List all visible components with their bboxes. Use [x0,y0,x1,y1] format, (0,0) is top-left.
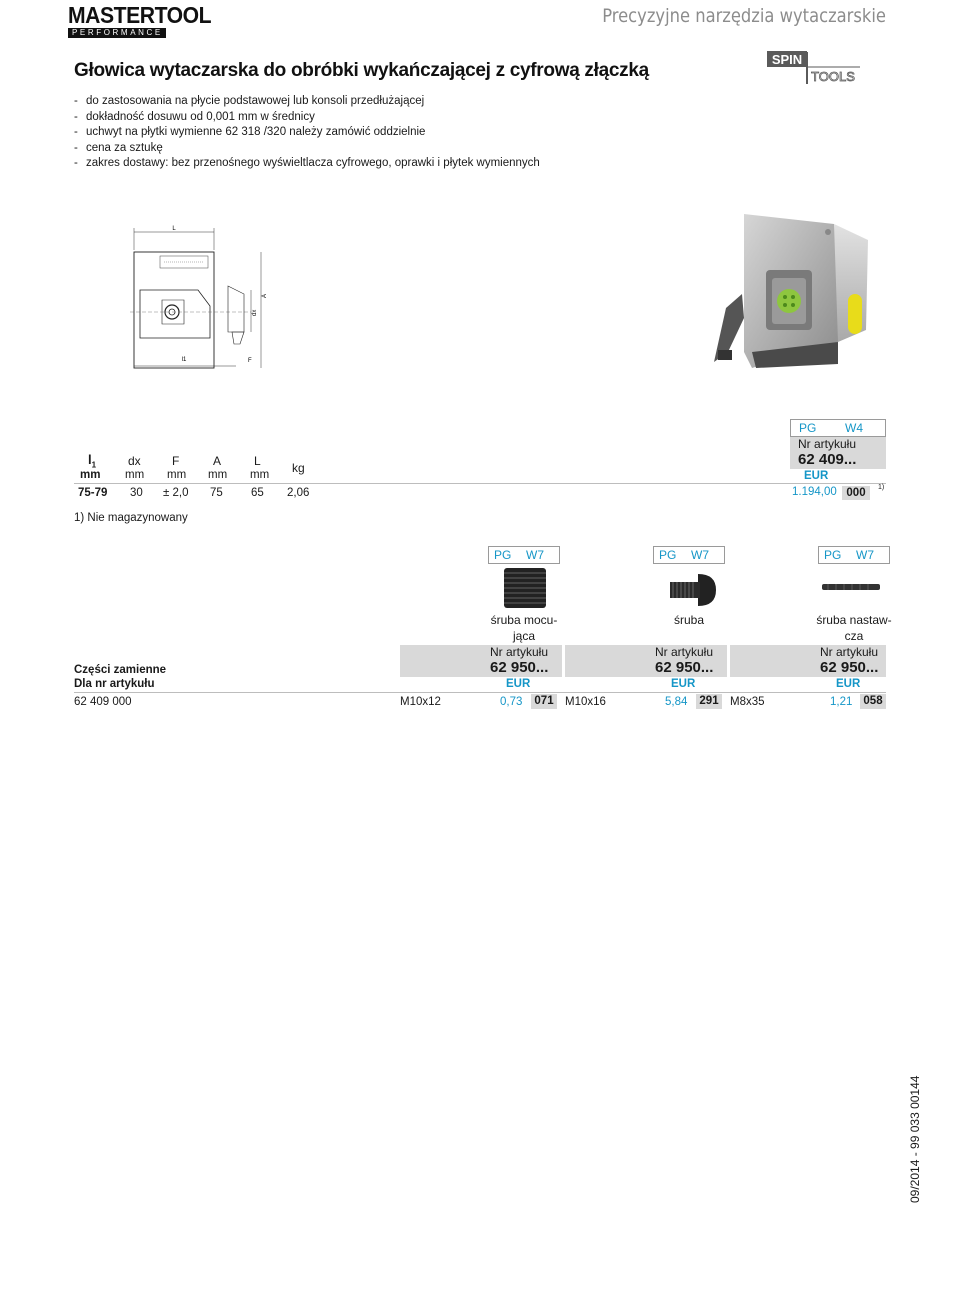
spare-pg-value: W7 [526,548,544,562]
drawing-label-dx: dx [252,310,258,316]
spare-code: 071 [531,694,557,709]
page-title: Głowica wytaczarska do obróbki wykańczaj… [74,60,649,81]
cell-a: 75 [210,487,223,499]
page-tagline: Precyzyjne narzędzia wytaczarskie [602,5,886,27]
spare-price: 1,21 [830,696,853,708]
col-a-header: A [213,454,222,468]
spare-currency-label: EUR [671,678,696,690]
spare-desc-line: śruba nastaw- [816,613,892,627]
spare-pg-label: PG [494,548,512,562]
mastertool-logo: MASTERTOOL PERFORMANCE [68,2,212,38]
spare-parts-label: Części zamienne [74,664,167,676]
drawing-label-F: F [248,358,252,364]
spare-desc-line: śruba mocu- [490,613,558,627]
product-photo [714,214,868,368]
spare-price: 0,73 [500,696,523,708]
spare-article-label: Nr artykułu [655,645,714,659]
spare-description: śruba [653,612,725,628]
spare-article-header: Nr artykułu 62 950... [565,645,727,677]
spare-article-value: 62 950... [490,659,549,676]
spare-table-divider [74,692,886,693]
footnote: 1) Nie magazynowany [74,512,188,524]
spare-pg-box: PG W7 [488,546,560,564]
spare-pg-value: W7 [691,548,709,562]
cell-l: 65 [251,487,264,499]
cell-dx: 30 [130,487,143,499]
spare-currency-label: EUR [506,678,531,690]
spare-code: 291 [696,694,722,709]
spare-code: 058 [860,694,886,709]
spare-pg-label: PG [659,548,677,562]
article-number-header: Nr artykułu 62 409... [790,437,886,469]
spare-desc-line: cza [844,629,864,643]
col-l-header: L [254,454,261,468]
drawing-label-A: A [262,294,268,298]
screw-image [670,574,716,606]
clamping-screw-image [504,568,546,608]
col-a-unit: mm [208,469,228,481]
col-l-unit: mm [250,469,270,481]
spare-pg-box: PG W7 [818,546,890,564]
spare-price: 5,84 [665,696,688,708]
col-dx-header: dx [128,454,141,468]
col-dx-unit: mm [125,469,145,481]
spare-article-label: Nr artykułu [490,645,549,659]
drawing-label-l1: l1 [182,357,187,363]
spin-tools-logo: SPIN TOOLS [767,51,860,84]
feature-item: zakres dostawy: bez przenośnego wyświelt… [74,156,540,172]
table-divider [74,483,886,484]
spare-article-value: 62 950... [655,659,714,676]
spare-pg-label: PG [824,548,842,562]
spare-desc-line: śruba [673,613,705,627]
spare-pg-value: W7 [856,548,874,562]
spare-description: śruba nastaw- cza [812,612,896,644]
article-number-value: 62 409... [798,451,857,468]
spin-logo-top: SPIN [772,52,802,67]
article-number-label: Nr artykułu [798,437,857,451]
spare-pg-box: PG W7 [653,546,725,564]
feature-item: uchwyt na płytki wymienne 62 318 /320 na… [74,125,540,141]
spare-size: M10x12 [400,696,441,708]
currency-label: EUR [804,470,829,482]
spare-description: śruba mocu- jąca [488,612,560,644]
catalog-code: 09/2014 - 99 033 00144 [908,1075,922,1203]
spare-desc-line: jąca [512,629,535,643]
spare-article-label: Nr artykułu [820,645,879,659]
footnote-ref: 1) [878,484,885,491]
spare-for-article-label: Dla nr artykułu [74,678,155,690]
feature-list: do zastosowania na płycie podstawowej lu… [74,94,540,172]
col-l1-unit: mm [80,469,101,481]
technical-drawing: L A dx l1 F [130,226,268,369]
spare-size: M8x35 [730,696,765,708]
spin-logo-bottom: TOOLS [811,69,855,84]
brand-subtitle: PERFORMANCE [68,28,166,38]
spare-article-header: Nr artykułu 62 950... [730,645,886,677]
spare-size: M10x16 [565,696,606,708]
set-screw-image [822,584,880,590]
pg-value: W4 [845,421,863,435]
pg-group-box: PG W4 [790,419,886,437]
cell-f: ± 2,0 [163,487,189,499]
spare-article-value: 62 950... [820,659,879,676]
feature-item: do zastosowania na płycie podstawowej lu… [74,94,540,110]
pg-label: PG [799,421,817,435]
cell-l1: 75-79 [78,487,108,499]
col-kg-header: kg [292,461,305,475]
col-f-unit: mm [167,469,187,481]
spare-article-header: Nr artykułu 62 950... [400,645,562,677]
feature-item: cena za sztukę [74,141,540,157]
cell-kg: 2,06 [287,487,310,499]
drawing-label-L: L [172,226,176,232]
cell-price: 1.194,00 [792,486,837,498]
feature-item: dokładność dosuwu od 0,001 mm w średnicy [74,110,540,126]
spare-currency-label: EUR [836,678,861,690]
col-f-header: F [172,454,180,468]
brand-name: MASTERTOOL [68,2,212,28]
col-l1-header: l1 [88,452,97,470]
cell-code: 000 [842,486,870,500]
spare-article-number: 62 409 000 [74,696,132,708]
